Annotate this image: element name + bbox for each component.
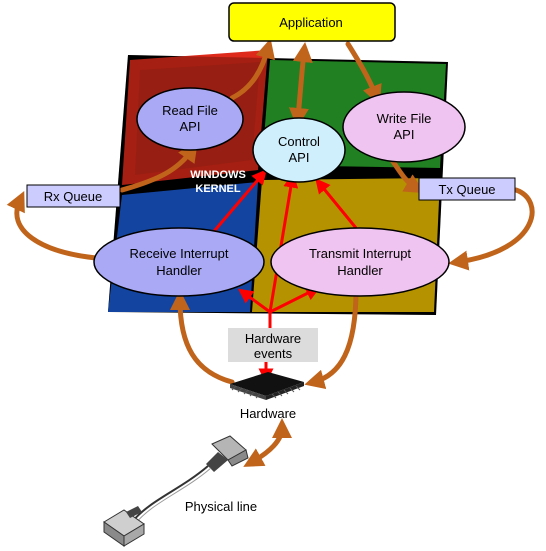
physical-line-cable-icon	[103, 435, 249, 547]
svg-text:Control: Control	[278, 134, 320, 149]
arrow-write-to-txqueue	[389, 157, 425, 194]
read-file-api-node: Read File API	[136, 87, 244, 151]
svg-text:Rx Queue: Rx Queue	[44, 189, 103, 204]
arrow-application-control	[288, 42, 313, 128]
svg-text:Transmit Interrupt: Transmit Interrupt	[309, 246, 411, 261]
arrow-txqueue-to-transmit	[448, 187, 535, 271]
arrow-transmit-to-control	[315, 178, 358, 229]
arrow-line-hardware	[243, 418, 292, 467]
svg-text:Handler: Handler	[156, 263, 202, 278]
application-box: Application	[228, 2, 396, 42]
hardware-events-box: Hardware events	[228, 328, 318, 362]
svg-text:WINDOWS: WINDOWS	[190, 169, 246, 181]
svg-text:Handler: Handler	[337, 263, 383, 278]
windows-kernel-label: WINDOWS KERNEL	[190, 169, 246, 195]
arrow-receive-to-control	[208, 169, 267, 237]
svg-text:API: API	[289, 150, 310, 165]
arrow-events-to-receive	[237, 288, 271, 314]
arrow-read-to-application	[229, 38, 276, 101]
physical-line-label: Physical line	[185, 499, 257, 514]
arrow-transmit-to-hardware	[304, 287, 359, 390]
arrow-receive-to-rxqueue	[6, 190, 99, 261]
svg-text:Read File: Read File	[162, 103, 218, 118]
svg-text:API: API	[394, 127, 415, 142]
svg-text:API: API	[180, 119, 201, 134]
rx-queue-box: Rx Queue	[26, 184, 121, 208]
svg-text:Hardware: Hardware	[245, 331, 301, 346]
svg-text:Write File: Write File	[377, 111, 432, 126]
svg-text:events: events	[254, 346, 293, 361]
hardware-chip-icon	[230, 372, 304, 400]
arrow-rxqueue-to-read	[119, 141, 198, 193]
data-flow-arrows	[6, 38, 535, 467]
svg-text:Tx Queue: Tx Queue	[438, 182, 495, 197]
arrow-events-to-transmit	[269, 286, 321, 314]
svg-text:KERNEL: KERNEL	[195, 183, 241, 195]
receive-interrupt-handler-node: Receive Interrupt Handler	[93, 227, 265, 297]
tx-queue-box: Tx Queue	[418, 177, 516, 201]
write-file-api-node: Write File API	[342, 91, 466, 163]
transmit-interrupt-handler-node: Transmit Interrupt Handler	[270, 227, 450, 297]
control-api-node: Control API	[252, 117, 346, 183]
hardware-label: Hardware	[240, 406, 296, 421]
svg-text:Application: Application	[279, 15, 343, 30]
arrow-hardware-to-receive	[170, 290, 235, 385]
svg-text:Receive Interrupt: Receive Interrupt	[130, 246, 229, 261]
arrow-application-to-write	[345, 41, 382, 106]
